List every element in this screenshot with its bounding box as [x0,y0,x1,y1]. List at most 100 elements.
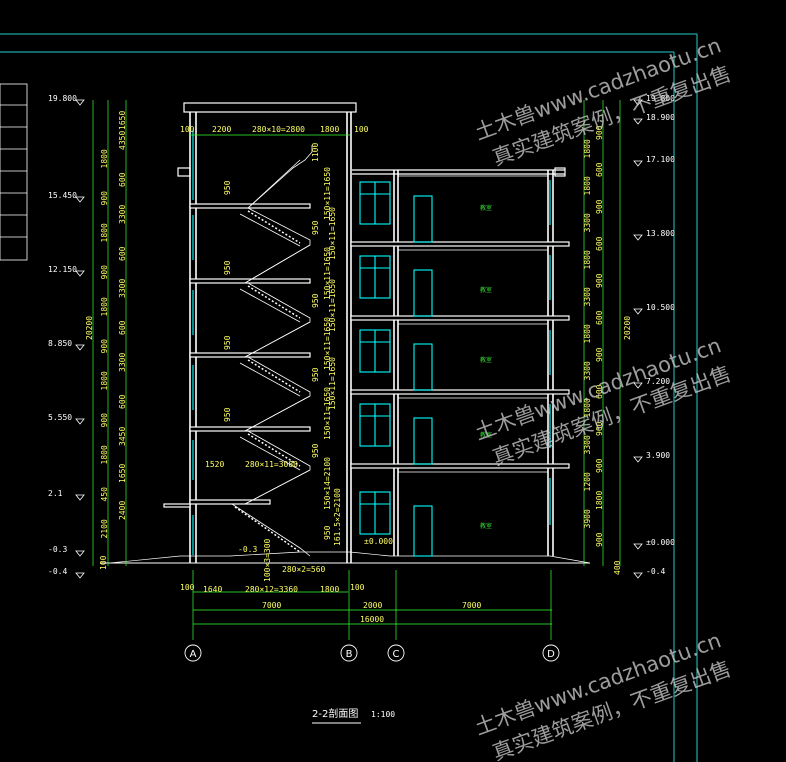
level-label: 15.450 [48,191,77,200]
dimension-text: 3300 [583,361,592,380]
dimension-text: 400 [613,560,622,575]
dimension-text: 1800 [583,139,592,158]
dimension-text: 900 [595,347,604,362]
dimension-text: 280×12=3360 [245,585,298,594]
level-marker-icon [633,234,643,241]
dimension-text: 20200 [623,316,632,340]
level-label: 18.900 [646,113,675,122]
dimension-text: 600 [595,384,604,399]
level-label: -0.4 [48,567,67,576]
dimension-text: 3900 [583,509,592,528]
stair-dimension: 100×3=300 [263,538,272,582]
dimension-text: 600 [595,162,604,177]
level-label: -0.4 [646,567,665,576]
dimension-text: 900 [100,339,109,354]
dimension-text: 900 [100,265,109,280]
stair-dimension: 950 [323,525,332,540]
level-label: ±0.000 [646,538,675,547]
dimension-text: 1200 [583,472,592,491]
dimension-text: 1800 [100,371,109,390]
stair-dimension: 150×11=1650 [323,247,332,300]
dimension-text: 1800 [320,125,339,134]
dimension-text: 1800 [583,398,592,417]
dimension-text: 600 [118,394,127,409]
dimension-text: 7000 [462,601,481,610]
ground-line [100,551,591,564]
stair-dimension: 150×11=1650 [328,207,337,260]
dimension-text: 100 [354,125,369,134]
dimension-text: 600 [595,310,604,325]
level-marker-icon [633,118,643,125]
stair-dimension: 150×11=1650 [328,279,337,332]
dimension-text: 1640 [203,585,222,594]
dimension-text: 3300 [118,353,127,372]
stair-dimension: 950 [223,335,232,350]
dimension-text: 280×10=2800 [252,125,305,134]
stair-dimension: -0.3 [238,545,257,554]
dimension-text: 900 [595,458,604,473]
level-label: 8.850 [48,339,72,348]
dimension-text: 2400 [118,501,127,520]
level-label: 10.500 [646,303,675,312]
level-label: 19.800 [646,94,675,103]
level-marker-icon [633,543,643,550]
level-marker-icon [633,572,643,579]
stair-dimension: 150×11=1650 [328,357,337,410]
dimension-text: 900 [100,413,109,428]
axis-label: D [547,649,555,660]
stair-dimension: 950 [311,220,320,235]
stair-dimension: 950 [223,180,232,195]
room-label: 教室 [480,356,492,364]
dimension-text: 900 [595,532,604,547]
sheet-frame [0,33,698,762]
dimension-text: 3300 [583,287,592,306]
stair-dimension: 161.5×2=2100 [333,488,342,546]
dimension-text: 3300 [118,205,127,224]
level-marker-icon [75,572,85,579]
level-marker-icon [75,550,85,557]
drawing-scale: 1:100 [371,710,395,719]
level-marker-icon [633,456,643,463]
axis-bubble-icon [542,644,560,662]
dimension-text: 100 [180,125,195,134]
drawing-title: 2-2剖面图 [312,707,358,720]
dimension-text: 1800 [583,176,592,195]
level-marker-icon [633,160,643,167]
level-label: 19.800 [48,94,77,103]
dimension-text: 900 [595,421,604,436]
stair-dimension: 950 [223,260,232,275]
dimension-text: 3450 [118,427,127,446]
building-section [163,102,570,563]
room-label: 教室 [480,286,492,294]
dimension-text: 600 [118,246,127,261]
dimension-text: 100 [350,583,365,592]
stair-dimension: 950 [223,407,232,422]
dimension-text: 16000 [360,615,384,624]
level-label: 17.100 [646,155,675,164]
level-marker-icon [75,418,85,425]
dimension-text: 900 [595,199,604,214]
dimension-text: 900 [595,273,604,288]
dimension-text: 3300 [583,213,592,232]
dimension-text: 1800 [583,324,592,343]
stair-dimension: 150×11=1650 [323,387,332,440]
stair-dimension: ±0.000 [364,537,393,546]
dimension-text: 100 [99,555,108,570]
level-marker-icon [75,344,85,351]
level-label: 7.200 [646,377,670,386]
dimension-text: 600 [118,172,127,187]
level-label: -0.3 [48,545,67,554]
level-marker-icon [75,494,85,501]
title-block [0,83,28,261]
dimension-text: 450 [100,487,109,502]
dimension-text: 3300 [118,279,127,298]
dimension-text: 4350 [118,131,127,150]
stair-dimension: 150×11=1650 [323,167,332,220]
dimension-text: 3300 [583,435,592,454]
stair-dimension: 950 [311,443,320,458]
stair-dimension: 150×14=2100 [323,457,332,510]
